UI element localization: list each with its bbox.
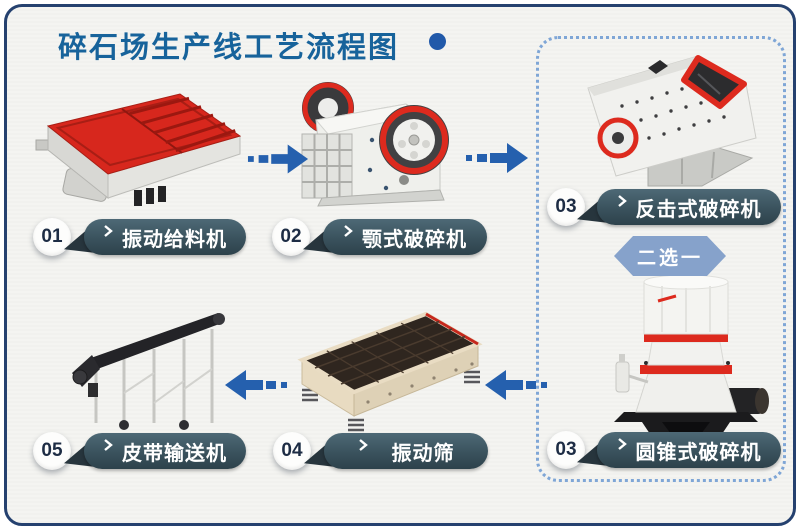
- chevron-right-icon: [343, 221, 353, 244]
- chevron-right-icon: [617, 434, 627, 457]
- choice-one-of-two-badge: 二选一: [614, 236, 726, 276]
- chevron-right-icon: [103, 221, 113, 244]
- step-pill-vibrating-feeder: 振动给料机: [64, 219, 246, 255]
- impact-crusher-illustration: [552, 46, 764, 198]
- step-number-05: 05: [33, 432, 71, 470]
- step-pill-impact-crusher: 反击式破碎机: [577, 189, 781, 225]
- badge-label: 二选一: [636, 247, 703, 269]
- step-number-01: 01: [33, 218, 71, 256]
- step-label: 皮带输送机: [122, 442, 227, 465]
- step-number-02: 02: [272, 218, 310, 256]
- step-number-03b: 03: [547, 431, 585, 469]
- diagram-title: 碎石场生产线工艺流程图: [58, 32, 400, 64]
- chevron-right-icon: [103, 435, 113, 458]
- step-number-04: 04: [273, 432, 311, 470]
- step-pill-vibrating-screen: 振动筛: [304, 433, 488, 469]
- step-label: 振动筛: [391, 442, 455, 465]
- step-label: 颚式破碎机: [362, 228, 467, 251]
- step-pill-belt-conveyor: 皮带输送机: [64, 433, 246, 469]
- flow-arrow-left-2: [224, 367, 288, 408]
- flow-arrow-right-2: [462, 140, 532, 181]
- chevron-right-icon: [358, 435, 368, 458]
- flow-arrow-right-1: [247, 141, 309, 182]
- step-label: 反击式破碎机: [635, 198, 762, 221]
- cone-crusher-illustration: [596, 270, 776, 460]
- vibrating-screen-illustration: [276, 298, 488, 438]
- step-label: 振动给料机: [122, 228, 227, 251]
- vibrating-feeder-illustration: [34, 84, 249, 214]
- flow-arrow-left-1: [484, 367, 548, 408]
- chevron-right-icon: [617, 191, 627, 214]
- choice-group-dashed-box: [536, 36, 786, 482]
- jaw-crusher-illustration: [286, 76, 458, 208]
- belt-conveyor-illustration: [66, 293, 242, 433]
- title-dot-icon: [429, 33, 446, 50]
- step-pill-jaw-crusher: 颚式破碎机: [303, 219, 487, 255]
- step-label: 圆锥式破碎机: [635, 441, 762, 464]
- step-number-03a: 03: [547, 188, 585, 226]
- step-pill-cone-crusher: 圆锥式破碎机: [577, 432, 781, 468]
